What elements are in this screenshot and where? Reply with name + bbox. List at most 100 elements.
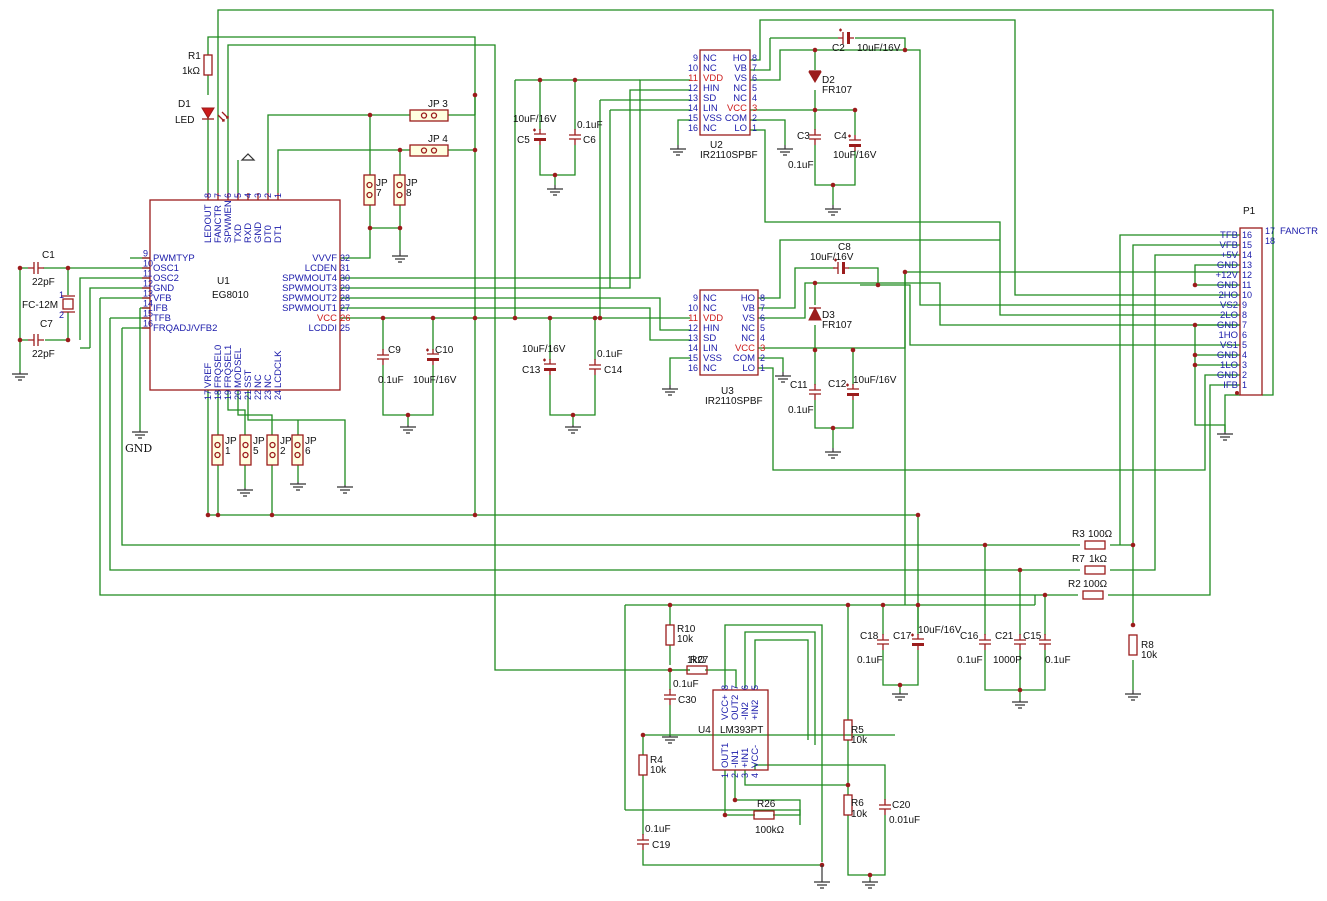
c30-ref: C30 xyxy=(678,695,697,706)
resistor-r1[interactable]: R1 1kΩ xyxy=(182,51,213,77)
c5-value: 10uF/16V xyxy=(513,114,557,125)
jumper-jp4[interactable]: JP 4 xyxy=(409,134,449,157)
ir2110-pin-name: HIN xyxy=(703,83,720,94)
p1-pin-number: 2 xyxy=(1242,370,1247,380)
u1-top-pins: 8LEDOUT7FANCTR6SPWMEN5TXD4RXD3GND2DT01DT… xyxy=(203,193,284,243)
u4-pin-name: -IN2 xyxy=(740,702,751,720)
component-c9[interactable]: C90.1uF xyxy=(377,345,404,386)
u1-pin-name: OSC1 xyxy=(153,263,179,274)
jumper-jp1[interactable]: JP 1 xyxy=(211,434,237,466)
led-d1[interactable]: D1 LED xyxy=(175,99,229,126)
ground-icon xyxy=(392,250,408,263)
ground-icon xyxy=(662,735,678,744)
c15-ref: C15 xyxy=(1023,631,1042,642)
u1-pin-number: 31 xyxy=(340,263,350,273)
u1-pin-number: 14 xyxy=(143,299,153,309)
c8-ref: C8 xyxy=(838,242,851,253)
p1-pin-name: GND xyxy=(1217,350,1238,361)
crystal-y1[interactable]: FC-12M 1 2 xyxy=(22,290,75,320)
ir2110-pin-name: NC xyxy=(741,323,755,334)
component-c6[interactable]: C60.1uF xyxy=(569,120,603,146)
jumper-jp2[interactable]: JP 2 xyxy=(266,434,292,466)
c4-ref: C4 xyxy=(834,131,847,142)
jumper-jp7[interactable]: JP 7 xyxy=(363,174,388,206)
ir2110-pin-number: 4 xyxy=(760,333,765,343)
jumper-jp6[interactable]: JP 6 xyxy=(291,434,317,466)
ground-icon xyxy=(132,430,148,439)
p1-pin-number: 6 xyxy=(1242,330,1247,340)
diode-d3[interactable]: D3 FR107 xyxy=(808,306,852,331)
c6-value: 0.1uF xyxy=(577,120,603,131)
ir2110-pin-number: 7 xyxy=(760,303,765,313)
ir2110-pin-number: 11 xyxy=(688,313,698,324)
jumper-jp5[interactable]: JP 5 xyxy=(239,434,265,466)
c13-ref: C13 xyxy=(522,365,541,376)
u1-pin-name: LCDCLK xyxy=(273,350,284,388)
component-c3[interactable]: C30.1uF xyxy=(788,129,821,171)
jp7-num: 7 xyxy=(376,188,382,199)
u4-pin-number: 3 xyxy=(740,773,750,778)
jumper-jp8[interactable]: JP 8 xyxy=(393,174,418,206)
p1-pin-name: 1LO xyxy=(1220,360,1238,371)
u1-pin-name: TXD xyxy=(233,224,244,243)
u4-value: LM393PT xyxy=(720,725,763,736)
r4-value: 10k xyxy=(650,765,667,776)
u1-pin-number: 19 xyxy=(223,390,233,400)
u1-pin-number: 15 xyxy=(143,309,153,319)
u1-pin-name: VVVF xyxy=(312,253,337,264)
p1-pin-number: 10 xyxy=(1242,290,1252,300)
diode-d2[interactable]: D2 FR107 xyxy=(808,70,852,96)
p1-pin-name: TFB xyxy=(1220,230,1238,241)
jp3-label: JP 3 xyxy=(428,99,448,110)
p1-pin-number: 9 xyxy=(1242,300,1247,310)
u1-pin-number: 22 xyxy=(253,390,263,400)
ir2110-pin-number: 12 xyxy=(688,323,698,333)
r1-ref: R1 xyxy=(188,51,201,62)
u4-pin-name: OUT1 xyxy=(720,743,731,768)
ir2110-pin-name: VB xyxy=(734,63,747,74)
u1-value: EG8010 xyxy=(212,290,249,301)
r5-value: 10k xyxy=(851,735,868,746)
u1-chip[interactable]: U1 EG8010 8LEDOUT7FANCTR6SPWMEN5TXD4RXD3… xyxy=(142,193,351,400)
ir2110-pin-name: SD xyxy=(703,333,716,344)
u1-pin-number: 27 xyxy=(340,303,350,313)
p1-pin-number: 14 xyxy=(1242,250,1252,260)
ground-icon xyxy=(547,185,563,196)
u4-chip[interactable]: 8VCC+7OUT26-IN25+IN21OUT12-IN13+IN14VCC-… xyxy=(698,685,769,778)
jumper-jp3[interactable]: JP 3 xyxy=(409,99,449,122)
u4-ref: U4 xyxy=(698,725,711,736)
